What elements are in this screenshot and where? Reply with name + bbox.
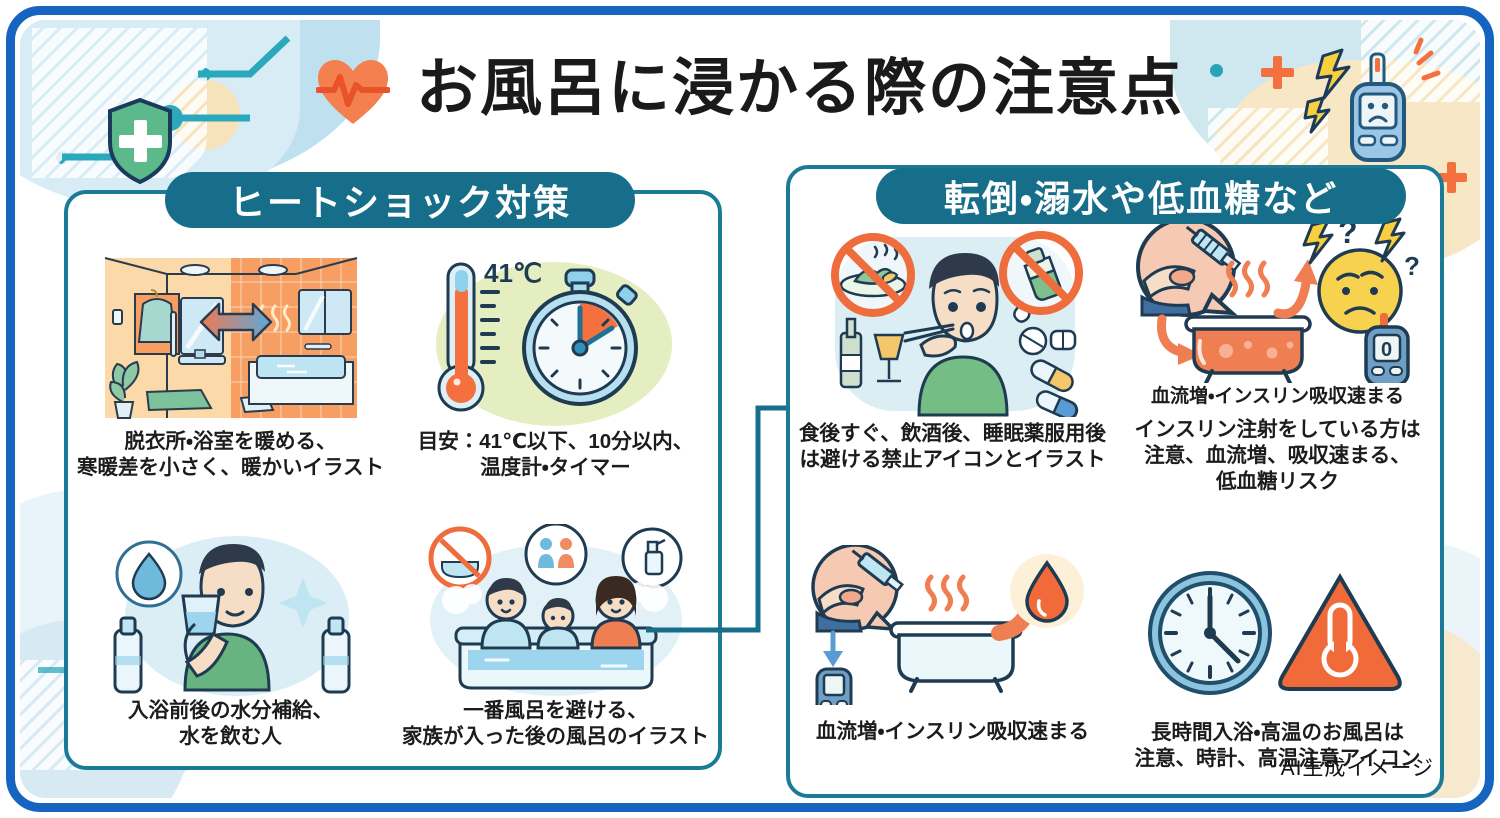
decor-dot-teal-3: [1210, 64, 1223, 77]
caption-long-bath-warning: 長時間入浴・高温のお風呂は 注意、時計、高温注意アイコン: [1134, 720, 1421, 771]
glucose-meter-value: 0: [1381, 339, 1392, 361]
page-title: お風呂に浸かる際の注意点: [415, 54, 1184, 123]
temperature-exchange-arrow: [199, 302, 272, 342]
panel-heatshock: 脱衣所・浴室を暖める、 寒暖差を小さく、暖かいイラスト: [64, 190, 722, 770]
clock-icon: [1147, 570, 1272, 695]
card-thermometer-timer[interactable]: 41℃: [393, 194, 718, 498]
panel-heatshock-grid: 脱衣所・浴室を暖める、 寒暖差を小さく、暖かいイラスト: [68, 194, 718, 766]
caption-family-bath: 一番風呂を避ける、 家族が入った後の風呂のイラスト: [401, 698, 710, 748]
panel-falls-drowning: 食後すぐ、飲酒後、睡眠薬服用後 は避ける禁止アイコンとイラスト: [786, 165, 1444, 798]
heat-warning-icon: [1277, 572, 1402, 691]
clock-heat-warning-illustration: [1128, 563, 1428, 708]
insulin-injection-hot-bath-illustration: [803, 544, 1103, 705]
label-blood-flow-insulin: 血流増・インスリン吸収速まる: [1150, 386, 1405, 407]
badge-falls-drowning: 転倒・溺水や低血糖など: [876, 168, 1406, 224]
card-bathroom-warming[interactable]: 脱衣所・浴室を暖める、 寒暖差を小さく、暖かいイラスト: [68, 194, 393, 498]
question-mark-2: ?: [1404, 251, 1420, 281]
page-header: お風呂に浸かる際の注意点: [20, 34, 1480, 144]
card-insulin-hypoglycemia[interactable]: ? ? 0: [1115, 169, 1440, 517]
caption-avoid-after-meal: 食後すぐ、飲酒後、睡眠薬服用後 は避ける禁止アイコンとイラスト: [799, 422, 1106, 472]
card-insulin-hot-bath[interactable]: 血流増・インスリン吸収速まる: [790, 517, 1115, 794]
insulin-bath-hypoglycemia-illustration: ? ? 0: [1128, 215, 1428, 383]
panel-falls-grid: 食後すぐ、飲酒後、睡眠薬服用後 は避ける禁止アイコンとイラスト: [790, 169, 1440, 794]
caption-bathroom-warming: 脱衣所・浴室を暖める、 寒暖差を小さく、暖かいイラスト: [76, 430, 385, 480]
inner-canvas: お風呂に浸かる際の注意点: [20, 20, 1480, 798]
badge-falls-drowning-label: 転倒・溺水や低血糖など: [943, 178, 1339, 219]
card-hydration[interactable]: 入浴前後の水分補給、 水を飲む人: [68, 498, 393, 767]
ai-generated-note: AI生成イメージ: [1280, 757, 1434, 780]
caption-hydration: 入浴前後の水分補給、 水を飲む人: [128, 698, 333, 748]
caption-thermometer-timer: 目安：41℃以下、10分以内、 温度計・タイマー: [417, 430, 694, 480]
heart-pulse-icon: [314, 57, 391, 127]
caption-insulin-hypoglycemia: インスリン注射をしている方は 注意、血流増、吸収速まる、 低血糖リスク: [1134, 417, 1421, 494]
card-family-bath[interactable]: 一番風呂を避ける、 家族が入った後の風呂のイラスト: [393, 498, 718, 767]
thermometer-stopwatch-illustration: 41℃: [422, 252, 690, 427]
card-long-bath-warning[interactable]: 長時間入浴・高温のお風呂は 注意、時計、高温注意アイコン: [1115, 517, 1440, 794]
bathroom-warming-illustration: [91, 252, 371, 427]
no-eating-drinking-sleeping-pill-illustration: [803, 227, 1103, 417]
drinking-water-person-illustration: [97, 524, 365, 696]
card-avoid-after-meal[interactable]: 食後すぐ、飲酒後、睡眠薬服用後 は避ける禁止アイコンとイラスト: [790, 169, 1115, 517]
badge-heatshock-label: ヒートショック対策: [228, 182, 571, 223]
badge-heatshock: ヒートショック対策: [165, 172, 635, 228]
caption-insulin-hot-bath: 血流増・インスリン吸収速まる: [815, 719, 1090, 743]
family-bath-illustration: [416, 523, 696, 696]
temperature-label: 41℃: [484, 258, 542, 288]
